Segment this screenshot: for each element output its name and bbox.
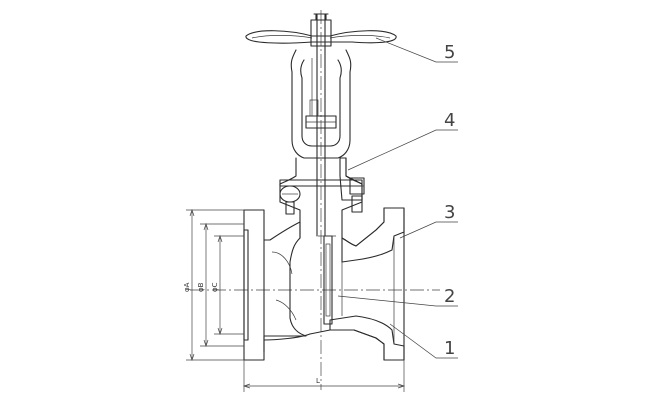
handwheel xyxy=(245,13,397,47)
callout-leader-4 xyxy=(347,129,458,171)
callout-3: 3 xyxy=(444,202,455,223)
dimension-label-B: φB xyxy=(197,282,205,292)
valve-body xyxy=(243,207,405,361)
callout-leader-3 xyxy=(399,221,458,239)
callout-5: 5 xyxy=(444,42,455,63)
callout-leader-2 xyxy=(337,295,458,307)
callout-2: 2 xyxy=(444,286,455,307)
dimension-label-A: φA xyxy=(183,282,191,292)
callout-1: 1 xyxy=(444,338,455,359)
gate-wedge xyxy=(318,235,336,325)
yoke xyxy=(290,49,352,159)
callout-leader-1 xyxy=(389,323,458,359)
dimension-phiB: φB xyxy=(197,222,244,348)
bonnet-bolt-right xyxy=(349,177,365,213)
callout-leader-5 xyxy=(375,37,458,63)
bonnet-bolt-left xyxy=(279,185,301,215)
dimension-phiA: φA xyxy=(183,208,244,362)
stem xyxy=(316,13,326,237)
callout-4: 4 xyxy=(444,110,455,131)
dimension-phiC: φC xyxy=(211,234,244,336)
dimension-label-L: L xyxy=(316,377,320,385)
dimension-label-C: φC xyxy=(211,282,219,292)
dimension-L: L xyxy=(242,360,406,392)
